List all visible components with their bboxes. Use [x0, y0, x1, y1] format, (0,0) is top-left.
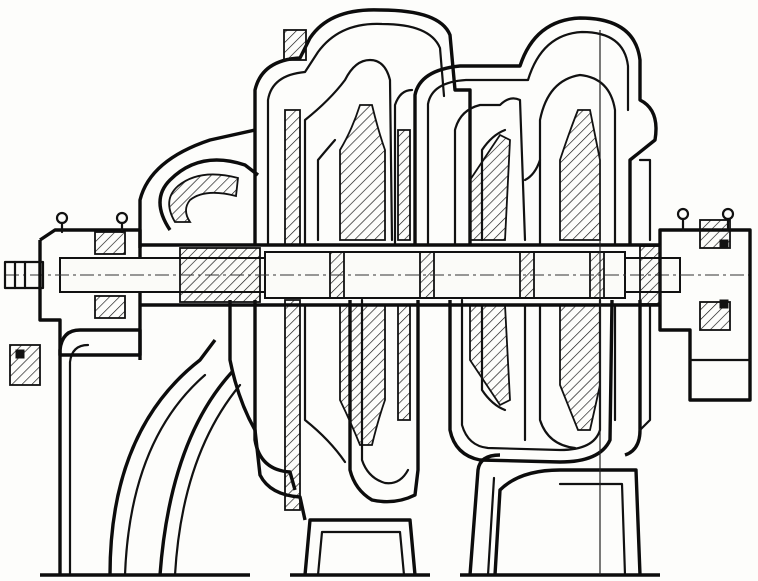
lower-stages [303, 303, 617, 464]
lower-casing [228, 298, 642, 521]
rotor-shaft [5, 247, 752, 303]
right-bearing-housing [639, 207, 752, 402]
left-bearing-housing [3, 211, 142, 386]
upper-casing-right [413, 16, 658, 247]
casing-flanges [140, 30, 660, 575]
upper-casing-left [138, 8, 472, 330]
upper-stages [284, 58, 617, 247]
base-ducts [40, 328, 660, 577]
